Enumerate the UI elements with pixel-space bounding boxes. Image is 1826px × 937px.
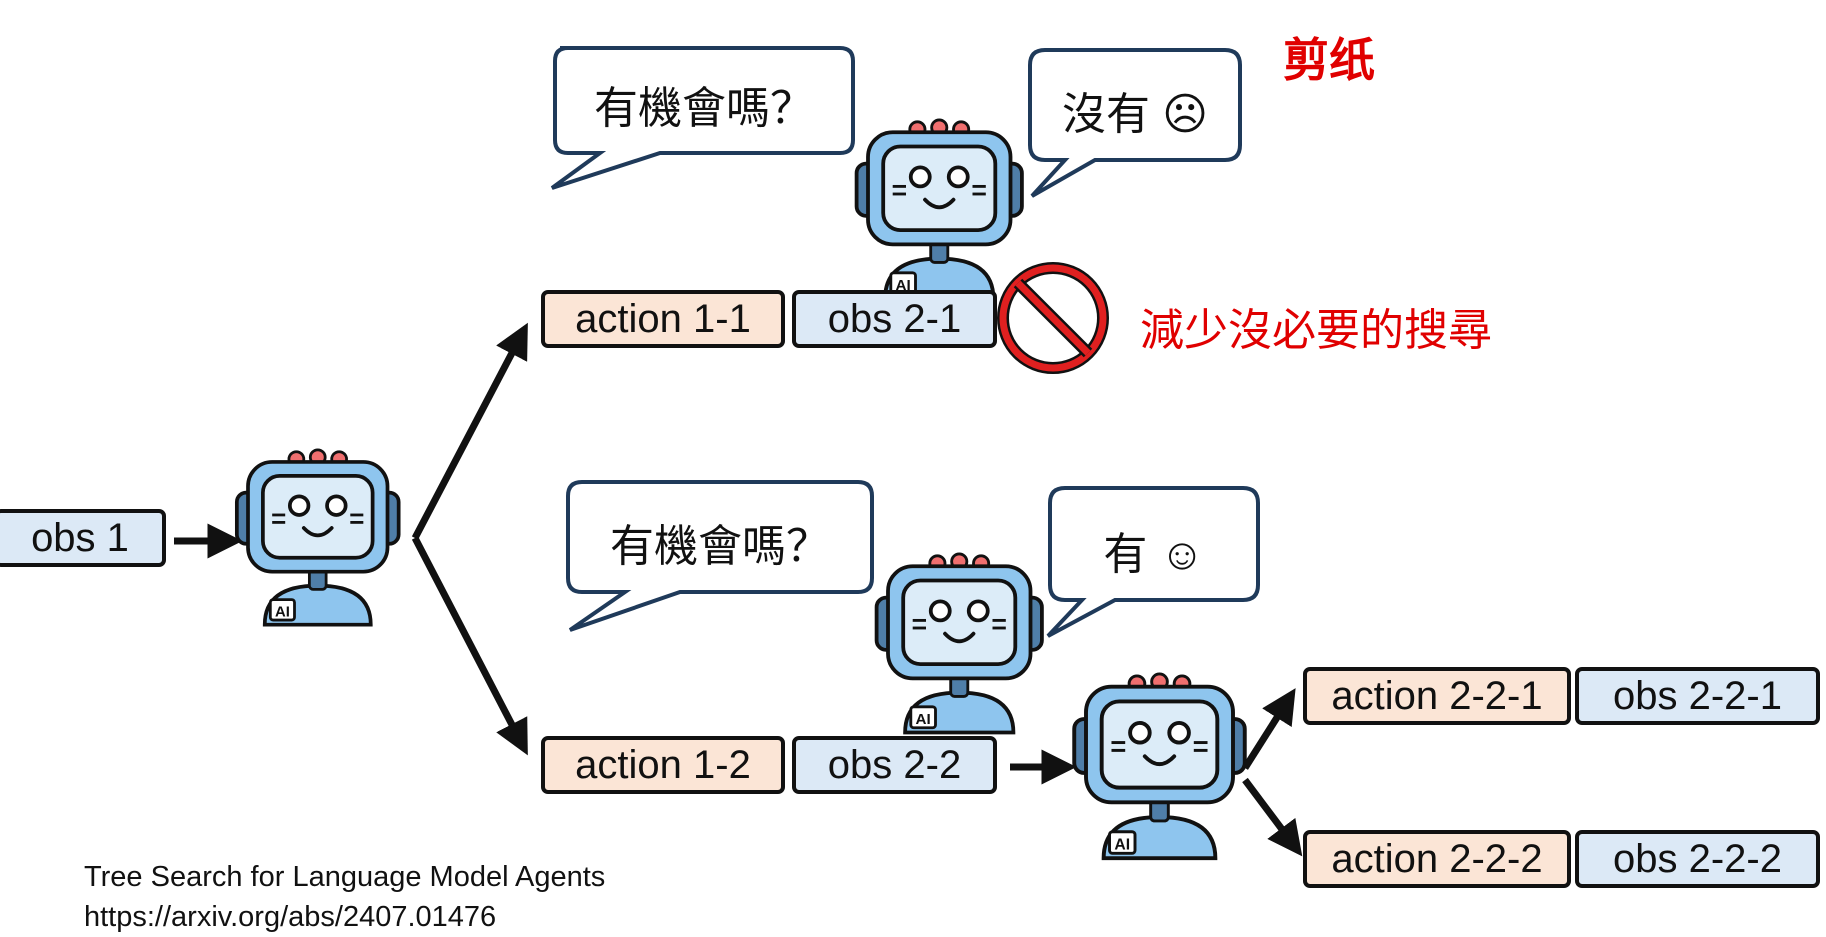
robot-icon-root: [234, 447, 401, 627]
robot-icon-mid: [874, 552, 1044, 735]
obs-2-1-box: obs 2-1: [792, 290, 997, 348]
action-1-2-box: action 1-2: [541, 736, 785, 794]
bubble-text-mid-left: 有機會嗎？: [610, 522, 830, 571]
arrow-to-action-2-2-1: [1242, 688, 1296, 770]
pruning-note: 減少沒必要的搜尋: [1140, 306, 1492, 355]
obs-1-box: obs 1: [0, 509, 166, 567]
arrow-to-action-2-2-2: [1242, 777, 1303, 857]
speech-bubble-mid-right: [1046, 486, 1260, 638]
bubble-text-top-left: 有機會嗎？: [594, 84, 814, 133]
action-2-2-1-box: action 2-2-1: [1303, 667, 1571, 725]
arrow-to-action-1-2: [411, 536, 528, 756]
bubble-text-mid-right: 有 ☺: [1103, 530, 1205, 579]
obs-2-2-2-box: obs 2-2-2: [1575, 830, 1820, 888]
robot-icon-top: [854, 118, 1024, 301]
arrow-to-action-1-1: [411, 322, 528, 540]
speech-bubble-top-left: [550, 46, 855, 190]
bubble-text-top-right: 沒有 ☹: [1061, 90, 1209, 139]
action-2-2-2-box: action 2-2-2: [1303, 830, 1571, 888]
obs-2-2-box: obs 2-2: [792, 736, 997, 794]
robot-icon-lower: [1072, 672, 1247, 861]
speech-bubble-mid-left: [566, 480, 874, 632]
reference-url[interactable]: https://arxiv.org/abs/2407.01476: [84, 901, 497, 933]
action-1-1-box: action 1-1: [541, 290, 785, 348]
speech-bubble-top-right: [1028, 48, 1242, 198]
reference-title: Tree Search for Language Model Agents: [84, 861, 606, 893]
reference: Tree Search for Language Model Agents ht…: [84, 857, 605, 937]
prohibited-icon: [997, 262, 1109, 374]
pruning-title: 剪纸: [1283, 34, 1375, 86]
obs-2-2-1-box: obs 2-2-1: [1575, 667, 1820, 725]
